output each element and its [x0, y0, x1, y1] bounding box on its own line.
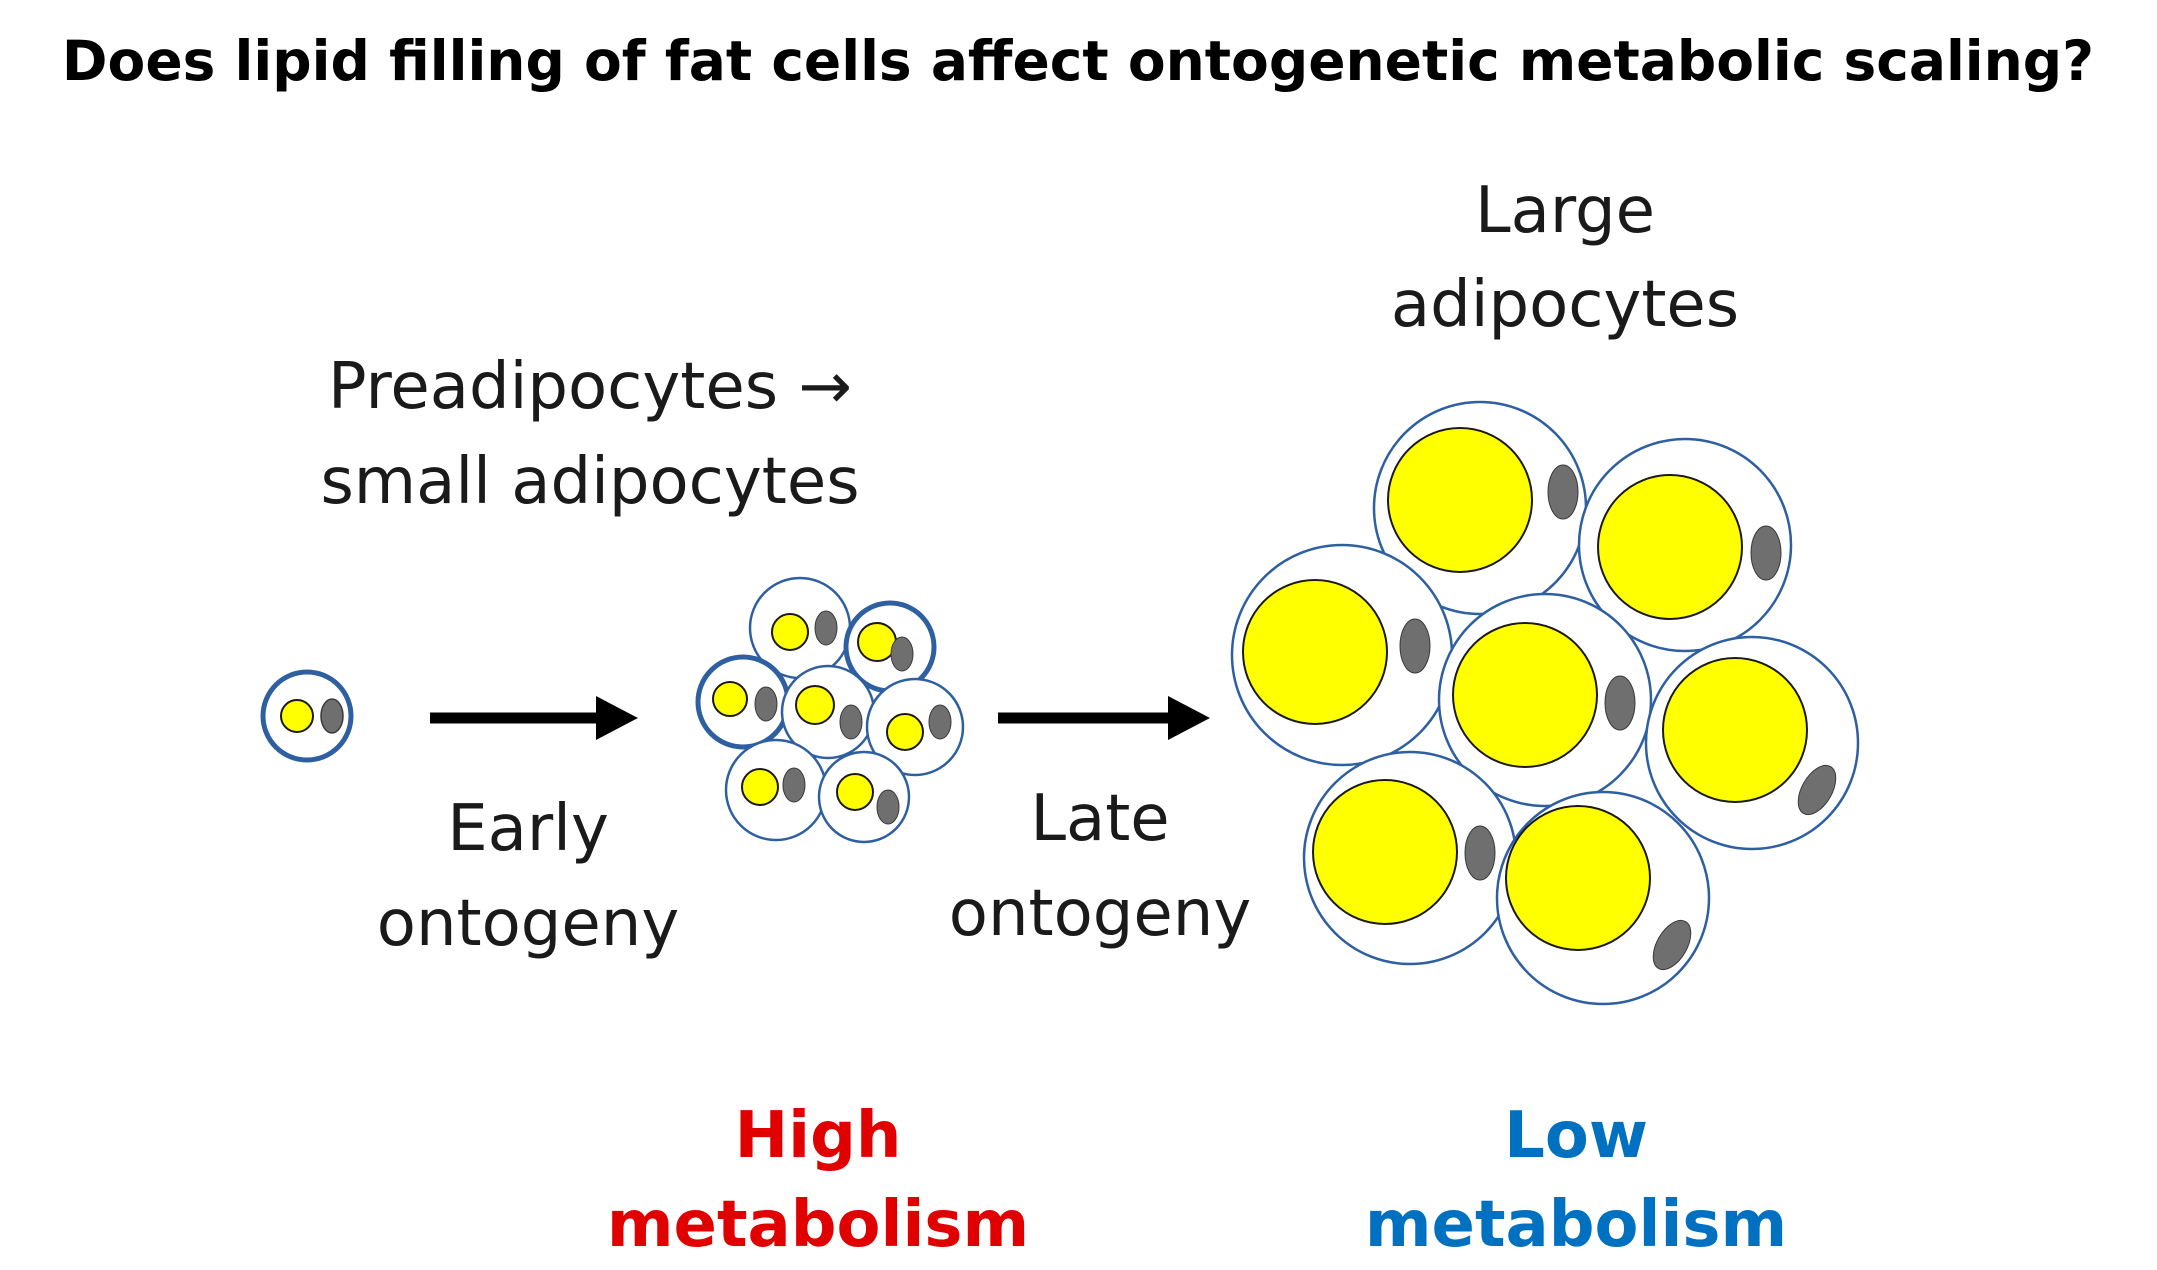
large-adipocyte: [1495, 790, 1711, 1006]
large-adipocyte: [1577, 437, 1793, 653]
small-adipocyte: [817, 750, 911, 844]
high-metabolism-label-line2: metabolism: [607, 1188, 1029, 1262]
small-adipocyte: [724, 738, 828, 842]
late-ontogeny-label-line2: ontogeny: [949, 877, 1251, 951]
large-adipocyte: [1372, 400, 1588, 616]
low-metabolism-label-line2: metabolism: [1365, 1188, 1787, 1262]
large-adipocyte: [1644, 635, 1860, 851]
large-adipocyte: [1437, 592, 1653, 808]
large-adipocyte: [1302, 750, 1518, 966]
small-adipocyte-cluster: [695, 576, 965, 844]
small-adipocyte: [843, 600, 937, 694]
diagram-title: Does lipid filling of fat cells affect o…: [62, 29, 2094, 93]
small-adipocyte: [780, 664, 876, 760]
small-adipocyte: [695, 654, 791, 750]
preadipocyte: [260, 669, 354, 763]
early-ontogeny-arrow: [430, 696, 638, 740]
early-ontogeny-label-line1: Early: [447, 792, 609, 866]
nucleus: [320, 698, 344, 734]
lipid-droplet: [280, 699, 314, 733]
late-ontogeny-arrow: [998, 696, 1210, 740]
early-ontogeny-label-line2: ontogeny: [377, 887, 679, 961]
preadipocytes-label-line2: small adipocytes: [320, 445, 859, 519]
late-ontogeny-label-line1: Late: [1030, 782, 1169, 856]
large-adipocytes-label-line2: adipocytes: [1391, 268, 1739, 342]
low-metabolism-label-line1: Low: [1504, 1099, 1648, 1173]
preadipocytes-label-line1: Preadipocytes →: [328, 350, 852, 424]
small-adipocyte: [748, 576, 852, 680]
small-adipocyte: [865, 677, 965, 777]
large-adipocytes-label-line1: Large: [1475, 174, 1655, 248]
large-adipocyte: [1230, 543, 1454, 767]
high-metabolism-label-line1: High: [735, 1099, 902, 1173]
large-adipocyte-cluster: [1230, 400, 1860, 1006]
